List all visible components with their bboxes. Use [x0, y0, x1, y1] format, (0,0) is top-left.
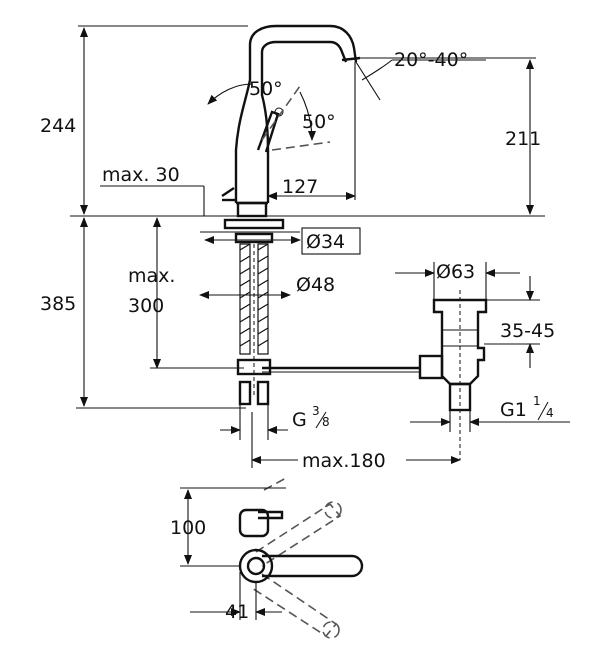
swivel-angle-label: 20°-40°	[394, 49, 468, 71]
waste-thread-sub: 4	[546, 406, 554, 420]
waste-thread-sup: 1	[533, 394, 541, 408]
swivel-arc	[361, 59, 393, 81]
waste-thread-main: G1	[500, 399, 527, 421]
lever-up-position	[261, 85, 301, 141]
stroke-range-label: 35-45	[500, 320, 555, 342]
lever-angle-b-label: 50°	[302, 111, 336, 133]
fitting-right	[256, 380, 270, 406]
angle-arc-left	[207, 83, 253, 105]
waste-linkage-housing	[418, 354, 444, 380]
lever-ghost-back	[255, 502, 342, 567]
hose-right	[257, 243, 269, 355]
height-total-label: 244	[40, 115, 76, 137]
depth-max-label: max. 30	[102, 164, 180, 186]
lever-angle-a-label: 50°	[249, 78, 283, 100]
swivel-line	[355, 61, 381, 101]
top-offset-label: 41	[225, 601, 249, 623]
lever-ghost-back-tip	[324, 501, 342, 519]
under-counter-assembly: Ø34 Ø48 max. 300 385 G 3 8	[40, 217, 361, 440]
thickness-max-label-1: max.	[128, 265, 175, 287]
top-spout-outlet	[258, 510, 284, 520]
lever-ghost-front	[251, 573, 338, 638]
reach-label: 127	[282, 176, 318, 198]
angle-arc-right	[299, 91, 316, 141]
distance-label-bg	[298, 446, 406, 472]
nut	[234, 232, 274, 244]
distance-label: max.180	[302, 450, 386, 472]
waste-diameter-label: Ø63	[436, 261, 475, 283]
hose-thread-sup: 3	[312, 404, 320, 418]
height-spout-label: 211	[505, 128, 541, 150]
top-view: 100 41	[170, 477, 364, 639]
tap-side-view: 50° 50° 20°-40° 127 max. 30 244 211	[40, 24, 545, 218]
top-lever	[262, 554, 364, 578]
tap-body-outline	[234, 24, 358, 203]
waste-assembly: Ø63 35-45 G1 1 4 max.180	[251, 261, 570, 472]
hose-thread-fraction-slash	[315, 411, 327, 429]
hose-thread-sub: 8	[322, 415, 330, 429]
top-depth-label: 100	[170, 517, 206, 539]
flange-diameter-label: Ø48	[296, 274, 335, 296]
thickness-max-label-2: 300	[128, 295, 164, 317]
base-diameter-label: Ø34	[306, 231, 345, 253]
top-spout-body	[238, 508, 270, 538]
hose-left	[239, 243, 251, 355]
top-body-inner	[246, 556, 266, 576]
spout-outlet	[341, 56, 361, 62]
fitting-left	[238, 380, 252, 406]
waste-thread-fraction-slash	[537, 401, 549, 421]
popup-rod	[221, 187, 235, 197]
mounting-flange	[223, 218, 285, 230]
below-total-label: 385	[40, 293, 76, 315]
lever-alt-position	[271, 141, 331, 151]
lever-ghost-front-tip	[322, 621, 340, 639]
tap-base	[236, 201, 268, 218]
hose-thread-main: G	[292, 409, 307, 431]
base-diameter-box	[301, 227, 361, 255]
waste-body	[432, 298, 488, 386]
